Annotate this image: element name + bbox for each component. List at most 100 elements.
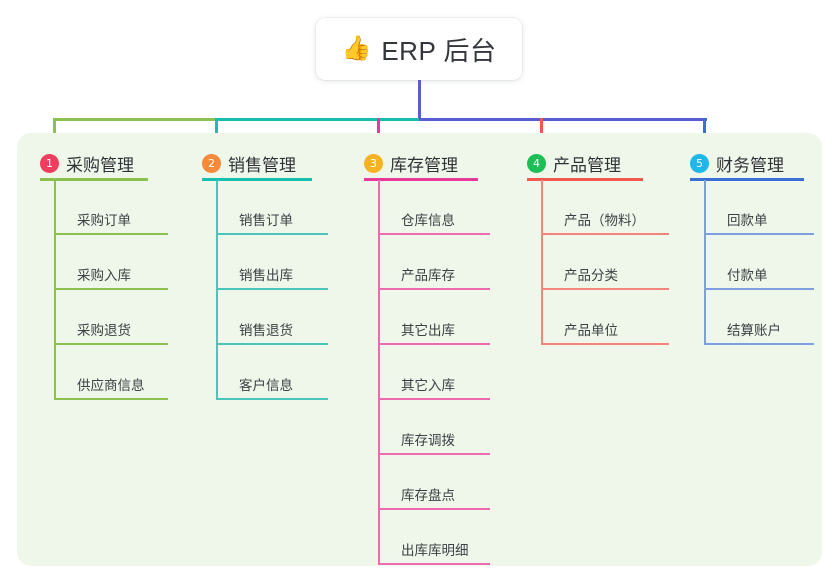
branch-underline (690, 178, 804, 181)
leaf-item-label: 出库库明细 (401, 543, 469, 558)
bus-segment-2 (216, 118, 422, 121)
branch-header-3[interactable]: 3 库存管理 (364, 151, 458, 176)
leaf-item[interactable]: 出库库明细 (378, 535, 490, 565)
leaf-underline (704, 233, 814, 235)
leaf-item[interactable]: 产品分类 (541, 260, 669, 290)
leaf-underline (378, 453, 490, 455)
leaf-item-label: 销售退货 (239, 323, 293, 338)
branch-underline (364, 178, 478, 181)
leaf-item[interactable]: 产品单位 (541, 315, 669, 345)
branch-spine (54, 180, 56, 400)
branch-number-badge: 5 (690, 154, 709, 173)
root-node-label: ERP 后台 (381, 35, 497, 66)
drop-connector-2 (214, 118, 218, 147)
leaf-item-label: 采购入库 (77, 268, 131, 283)
leaf-item-label: 仓库信息 (401, 213, 455, 228)
branch-header-2[interactable]: 2 销售管理 (202, 151, 296, 176)
leaf-underline (216, 343, 328, 345)
branch-spine (704, 180, 706, 345)
drop-connector-1 (52, 118, 56, 147)
leaf-underline (378, 508, 490, 510)
branch-header-5[interactable]: 5 财务管理 (690, 151, 784, 176)
leaf-item[interactable]: 供应商信息 (54, 370, 168, 400)
leaf-item[interactable]: 回款单 (704, 205, 814, 235)
leaf-item[interactable]: 其它出库 (378, 315, 490, 345)
branch-spine (378, 180, 380, 565)
leaf-item-label: 其它入库 (401, 378, 455, 393)
leaf-underline (541, 233, 669, 235)
leaf-item-label: 库存调拨 (401, 433, 455, 448)
leaf-item[interactable]: 销售出库 (216, 260, 328, 290)
leaf-item[interactable]: 仓库信息 (378, 205, 490, 235)
leaf-item-label: 销售出库 (239, 268, 293, 283)
branch-number-badge: 3 (364, 154, 383, 173)
leaf-item-label: 其它出库 (401, 323, 455, 338)
leaf-item-label: 产品分类 (564, 268, 618, 283)
leaf-item[interactable]: 销售退货 (216, 315, 328, 345)
leaf-item-label: 产品库存 (401, 268, 455, 283)
leaf-item[interactable]: 产品（物料） (541, 205, 669, 235)
bus-segment-3 (419, 118, 707, 121)
leaf-underline (378, 343, 490, 345)
branch-title: 财务管理 (716, 156, 784, 175)
leaf-item-label: 采购订单 (77, 213, 131, 228)
leaf-item-label: 采购退货 (77, 323, 131, 338)
leaf-item[interactable]: 销售订单 (216, 205, 328, 235)
leaf-underline (704, 343, 814, 345)
leaf-item[interactable]: 其它入库 (378, 370, 490, 400)
leaf-item-label: 库存盘点 (401, 488, 455, 503)
branches-panel: 1 采购管理采购订单采购入库采购退货供应商信息 2 销售管理销售订单销售出库销售退货客… (17, 133, 822, 566)
branch-number-badge: 2 (202, 154, 221, 173)
root-trunk-connector (417, 80, 421, 121)
leaf-item[interactable]: 库存盘点 (378, 480, 490, 510)
leaf-item[interactable]: 库存调拨 (378, 425, 490, 455)
leaf-item-label: 客户信息 (239, 378, 293, 393)
leaf-item-label: 回款单 (727, 213, 768, 228)
branch-title: 采购管理 (66, 156, 134, 175)
leaf-item[interactable]: 结算账户 (704, 315, 814, 345)
branch-number-badge: 4 (527, 154, 546, 173)
leaf-underline (541, 288, 669, 290)
leaf-item[interactable]: 产品库存 (378, 260, 490, 290)
root-node[interactable]: 👍 ERP 后台 (316, 18, 522, 80)
leaf-item-label: 产品（物料） (564, 213, 645, 228)
bus-segment-1 (54, 118, 219, 121)
branch-underline (202, 178, 312, 181)
leaf-underline (378, 233, 490, 235)
branch-spine (541, 180, 543, 345)
branch-number-badge: 1 (40, 154, 59, 173)
leaf-underline (54, 343, 168, 345)
leaf-item-label: 供应商信息 (77, 378, 145, 393)
leaf-item-label: 结算账户 (727, 323, 781, 338)
leaf-item-label: 产品单位 (564, 323, 618, 338)
leaf-underline (54, 398, 168, 400)
branch-title: 销售管理 (228, 156, 296, 175)
branch-title: 库存管理 (390, 156, 458, 175)
leaf-item-label: 付款单 (727, 268, 768, 283)
leaf-item[interactable]: 采购订单 (54, 205, 168, 235)
thumbs-up-icon: 👍 (341, 35, 372, 62)
leaf-item-label: 销售订单 (239, 213, 293, 228)
leaf-item[interactable]: 客户信息 (216, 370, 328, 400)
leaf-underline (54, 288, 168, 290)
leaf-underline (704, 288, 814, 290)
leaf-underline (378, 563, 490, 565)
leaf-underline (378, 288, 490, 290)
leaf-item[interactable]: 付款单 (704, 260, 814, 290)
leaf-underline (378, 398, 490, 400)
branch-header-1[interactable]: 1 采购管理 (40, 151, 134, 176)
leaf-underline (541, 343, 669, 345)
branch-spine (216, 180, 218, 400)
leaf-underline (216, 398, 328, 400)
leaf-item[interactable]: 采购退货 (54, 315, 168, 345)
branch-underline (527, 178, 643, 181)
leaf-underline (216, 233, 328, 235)
branch-header-4[interactable]: 4 产品管理 (527, 151, 621, 176)
leaf-underline (54, 233, 168, 235)
branch-title: 产品管理 (553, 156, 621, 175)
drop-connector-5 (702, 118, 706, 147)
leaf-underline (216, 288, 328, 290)
drop-connector-4 (539, 118, 543, 147)
leaf-item[interactable]: 采购入库 (54, 260, 168, 290)
